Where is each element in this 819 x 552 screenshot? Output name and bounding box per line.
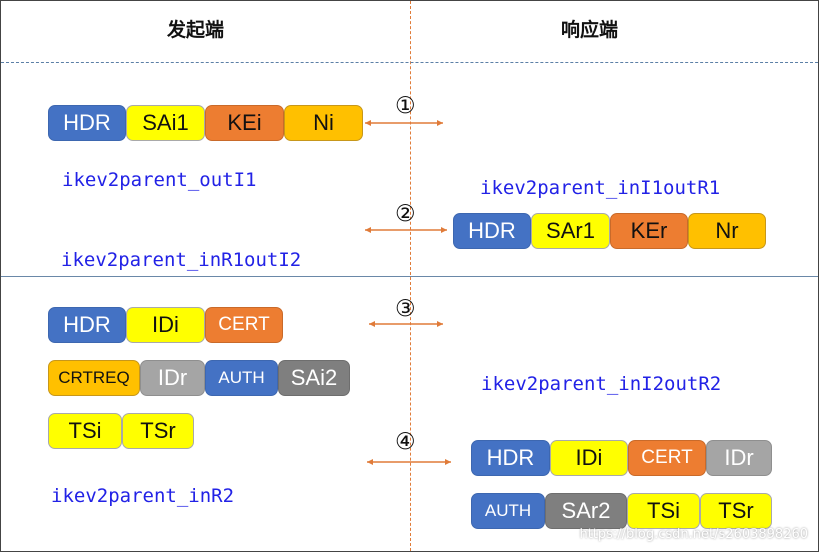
initiator-header: 发起端 [167, 19, 225, 41]
msg4-auth: AUTH [471, 493, 545, 529]
msg3-idr: IDr [140, 360, 205, 396]
step-3-arrow [369, 321, 443, 327]
msg2-nr: Nr [688, 213, 766, 249]
step-4-number: ④ [395, 429, 416, 455]
msg3-cert: CERT [205, 307, 283, 343]
msg3-sai2: SAi2 [278, 360, 350, 396]
msg2-sar1: SAr1 [531, 213, 610, 249]
msg3-idi: IDi [126, 307, 205, 343]
fn-inI1outR1: ikev2parent_inI1outR1 [480, 177, 721, 199]
msg3-tsr: TSr [122, 413, 194, 449]
watermark: https://blog.csdn.net/s2603898260 [579, 527, 808, 542]
fn-inI2outR2: ikev2parent_inI2outR2 [481, 373, 722, 395]
msg1-hdr: HDR [48, 105, 126, 141]
fn-inR2: ikev2parent_inR2 [51, 485, 235, 507]
step-2-arrow [365, 227, 447, 233]
msg1-kei: KEi [205, 105, 284, 141]
step-1-number: ① [395, 93, 416, 119]
msg3-hdr: HDR [48, 307, 126, 343]
msg4-idi: IDi [550, 440, 628, 476]
responder-header: 响应端 [561, 19, 619, 41]
msg4-hdr: HDR [471, 440, 550, 476]
msg3-tsi: TSi [48, 413, 122, 449]
fn-inR1outI2: ikev2parent_inR1outI2 [61, 249, 302, 271]
msg2-hdr: HDR [453, 213, 531, 249]
step-3-number: ③ [395, 296, 416, 322]
msg4-cert: CERT [628, 440, 706, 476]
msg1-ni: Ni [284, 105, 363, 141]
msg4-tsi: TSi [627, 493, 700, 529]
msg1-sai1: SAi1 [126, 105, 205, 141]
msg4-idr: IDr [706, 440, 772, 476]
step-4-arrow [367, 459, 451, 465]
phase-divider [1, 276, 818, 277]
msg2-ker: KEr [610, 213, 688, 249]
msg3-crtreq: CRTREQ [48, 360, 140, 396]
msg3-auth: AUTH [205, 360, 278, 396]
msg4-tsr: TSr [700, 493, 772, 529]
header-divider [1, 62, 818, 63]
step-1-arrow [365, 120, 443, 126]
fn-outI1: ikev2parent_outI1 [62, 169, 257, 191]
msg4-sar2: SAr2 [545, 493, 627, 529]
step-2-number: ② [395, 201, 416, 227]
